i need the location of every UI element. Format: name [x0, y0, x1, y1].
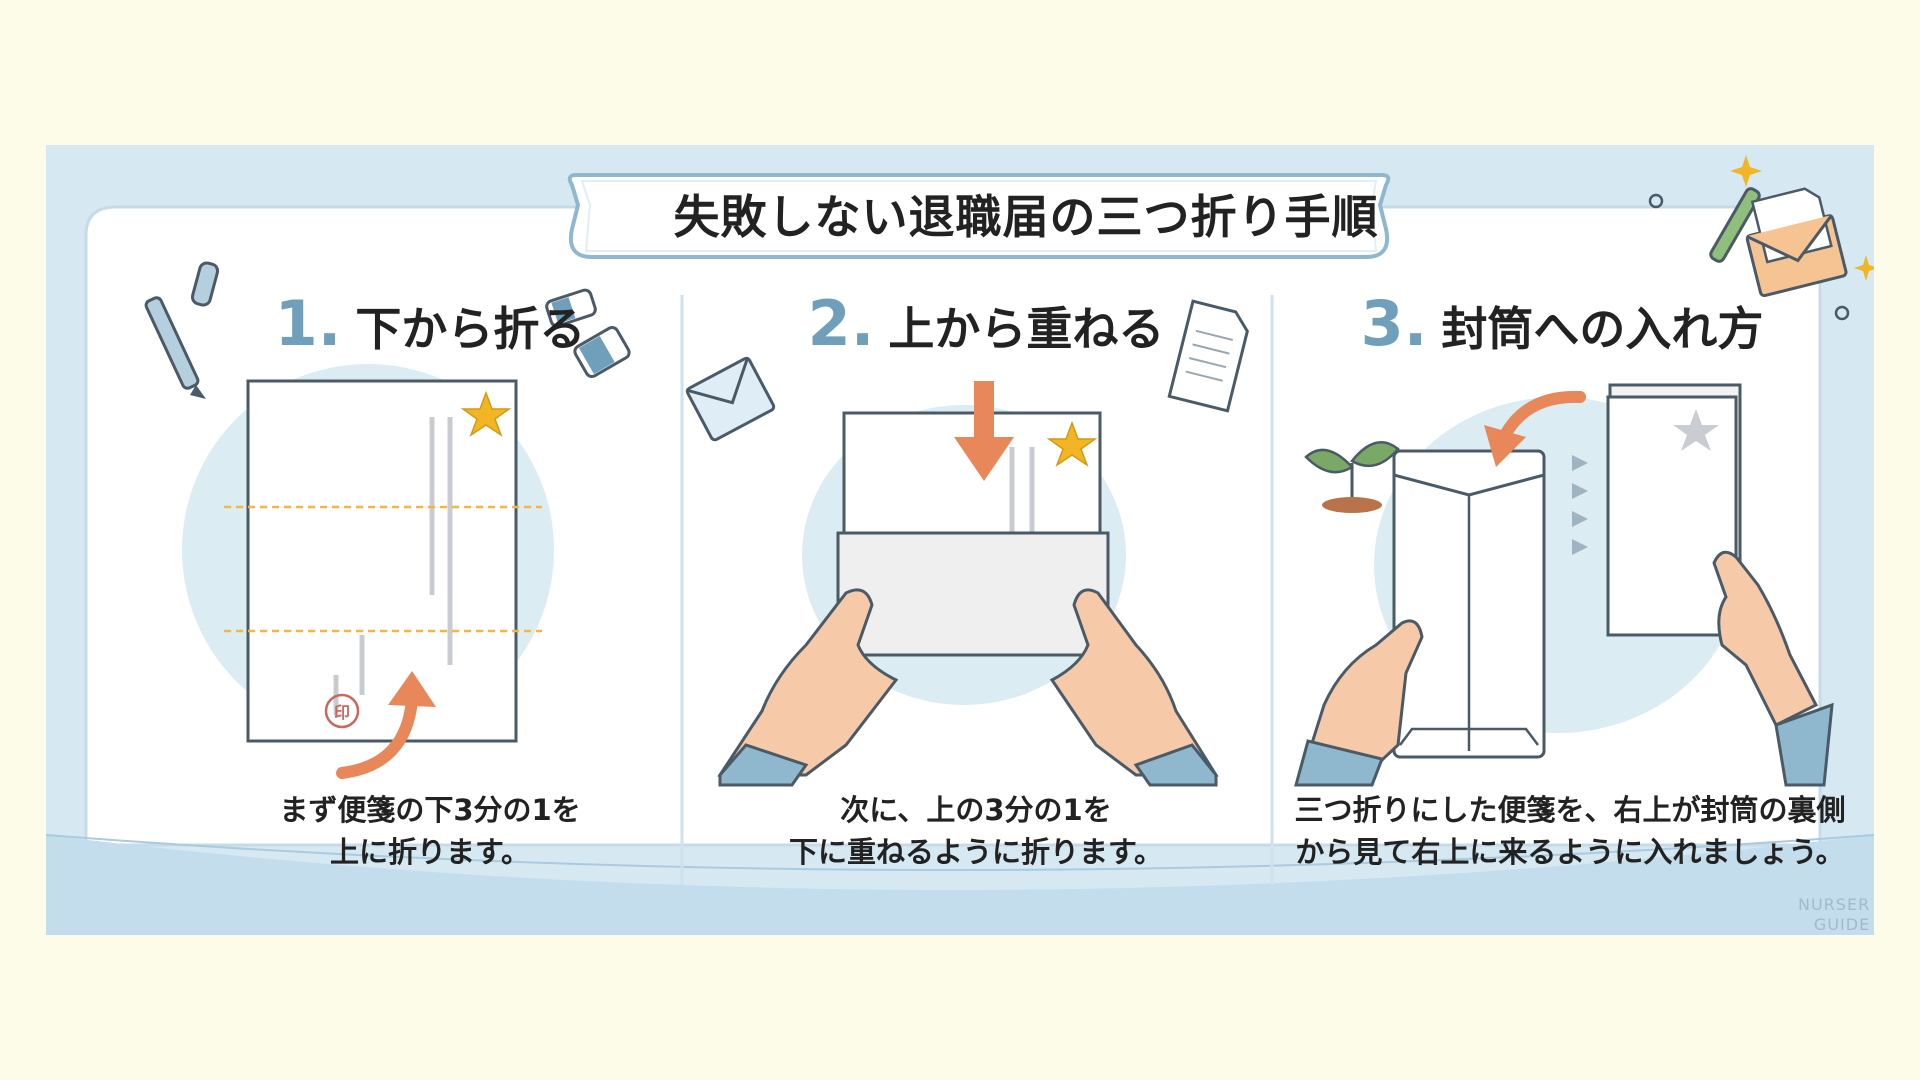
watermark: NURSER GUIDE	[1798, 895, 1870, 935]
eraser-icon	[545, 288, 631, 379]
title-inner-line	[580, 180, 1378, 252]
step1-caption-line2: 上に折ります。	[329, 835, 531, 869]
star-icon	[1046, 420, 1098, 467]
letter-paper	[246, 379, 518, 743]
step2-heading: 2. 上から重ねる	[706, 287, 1266, 361]
step1-caption-line1: まず便箋の下3分の1を	[279, 793, 581, 827]
sprout-icon	[1304, 441, 1400, 513]
arrow-icon	[336, 694, 418, 779]
star-icon	[1673, 409, 1719, 451]
step2-number: 2.	[807, 287, 875, 360]
step1-heading: 1. 下から折る	[150, 287, 710, 361]
step1-number: 1.	[274, 287, 342, 360]
step3-illustration	[1294, 155, 1874, 787]
pen-icon	[1709, 187, 1761, 263]
watermark-line2: GUIDE	[1813, 915, 1871, 934]
envelope-icon	[685, 356, 776, 442]
step1-caption: まず便箋の下3分の1を 上に折ります。	[150, 789, 710, 873]
left-hand	[717, 588, 899, 777]
step1-title: 下から折る	[355, 302, 586, 356]
seal-icon	[324, 693, 360, 729]
step3-number: 3.	[1360, 287, 1428, 360]
star-icon	[460, 390, 512, 437]
title-banner-shape	[567, 173, 1391, 259]
document-icon	[1167, 299, 1249, 413]
step2-title: 上から重ねる	[888, 302, 1165, 356]
arrow-icon	[1498, 390, 1586, 443]
step2-caption: 次に、上の3分の1を 下に重ねるように折ります。	[696, 789, 1256, 873]
step3-heading: 3. 封筒への入れ方	[1282, 287, 1842, 361]
step3-caption-line1: 三つ折りにした便箋を、右上が封筒の裏側	[1294, 793, 1846, 827]
watermark-line1: NURSER	[1798, 895, 1871, 914]
right-hand	[1049, 588, 1219, 777]
left-hand	[1299, 619, 1424, 777]
mail-envelope-icon	[1745, 187, 1848, 298]
step2-illustration	[685, 299, 1249, 787]
bottom-wave-line	[46, 834, 1874, 871]
step3-caption: 三つ折りにした便箋を、右上が封筒の裏側 から見て右上に来るように入れましょう。	[1280, 789, 1860, 873]
seal-label: 印	[333, 703, 350, 722]
banner-artwork	[46, 155, 1874, 935]
folded-letter	[1606, 395, 1738, 637]
page-title: 失敗しない退職届の三つ折り手順	[673, 190, 1379, 244]
step2-caption-line2: 下に重ねるように折ります。	[788, 835, 1164, 869]
sparkle-icon	[1730, 155, 1762, 187]
title-banner: 失敗しない退職届の三つ折り手順	[620, 171, 1432, 257]
step3-title: 封筒への入れ方	[1441, 302, 1764, 356]
step1-illustration	[144, 261, 631, 779]
pen-cap-icon	[190, 261, 220, 307]
right-hand	[1712, 550, 1819, 728]
sparkle-icon	[1854, 255, 1874, 281]
step2-caption-line1: 次に、上の3分の1を	[840, 793, 1112, 827]
bottom-wave	[46, 835, 1874, 935]
step3-caption-line2: から見て右上に来るように入れましょう。	[1295, 835, 1845, 869]
arrow-icon	[954, 437, 1014, 481]
pen-icon	[144, 296, 206, 399]
infographic-banner: 失敗しない退職届の三つ折り手順 1. 下から折る 2. 上から重ねる 3. 封筒…	[46, 145, 1874, 935]
